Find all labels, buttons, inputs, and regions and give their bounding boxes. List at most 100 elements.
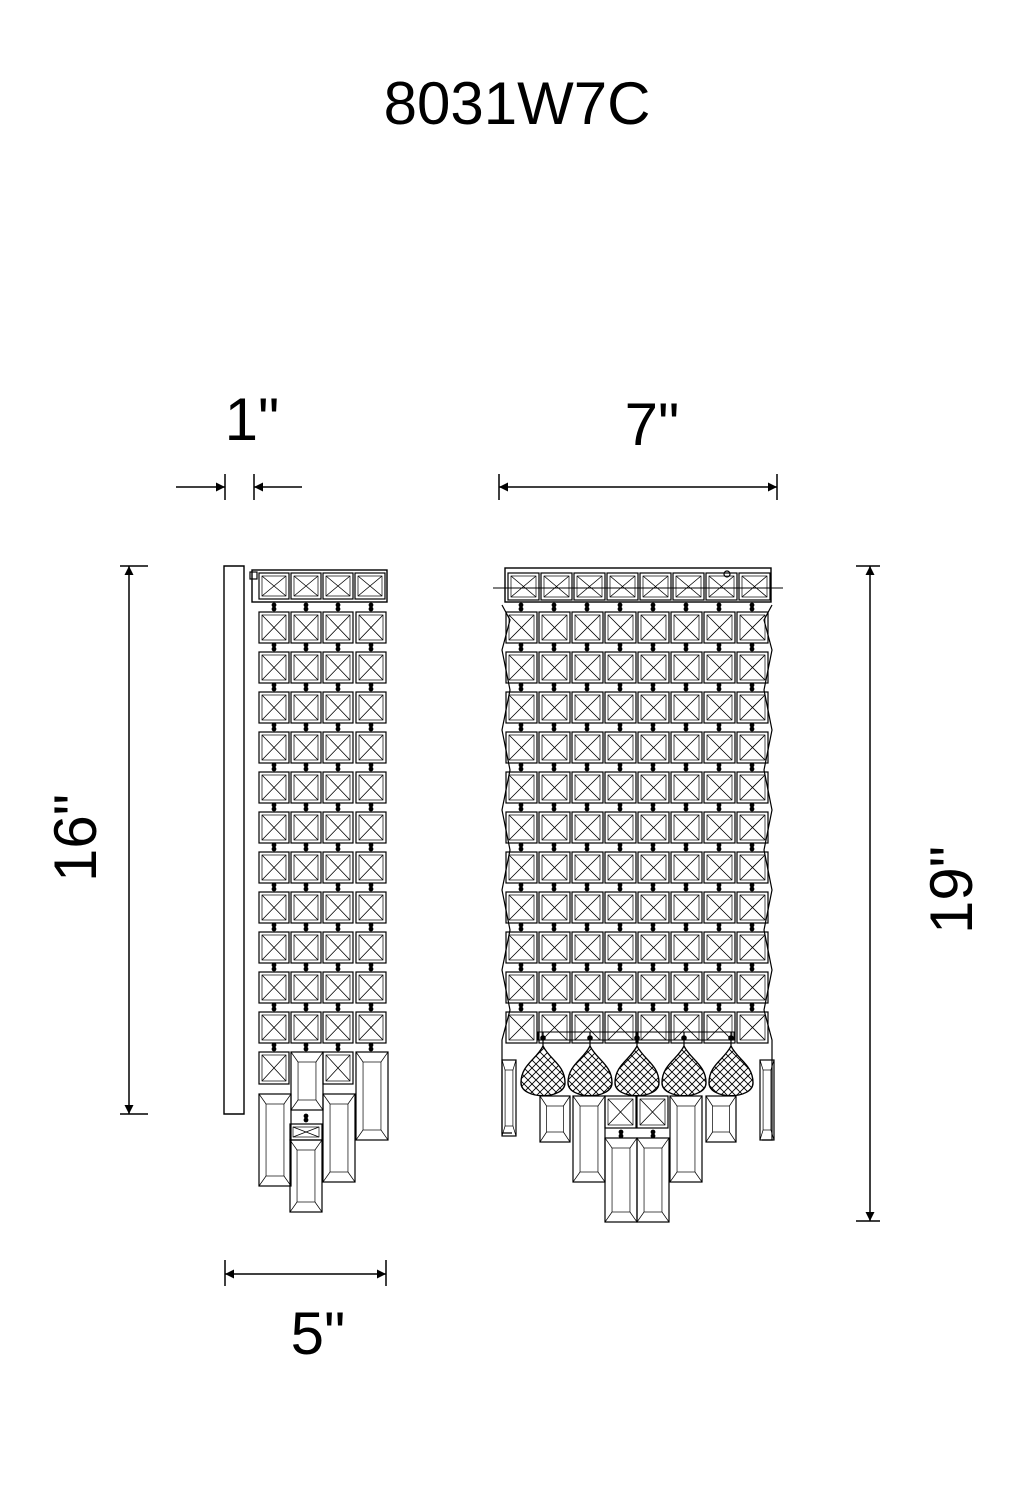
- chain-connector: [683, 802, 689, 812]
- crystal-square: [637, 1011, 670, 1044]
- chain-connector: [368, 842, 374, 852]
- mount-screw: [723, 570, 731, 578]
- chain-connector: [716, 962, 722, 972]
- crystal-square: [258, 731, 290, 764]
- crystal-square: [290, 851, 322, 884]
- chain-connector: [716, 762, 722, 772]
- chain-connector: [683, 962, 689, 972]
- crystal-square: [290, 771, 322, 804]
- crystal-square: [703, 651, 736, 684]
- crystal-square: [637, 731, 670, 764]
- chain-connector: [716, 602, 722, 612]
- prism-crystal: [705, 1095, 737, 1143]
- side-view-fixture: [223, 565, 389, 1213]
- side-width-label: 5": [291, 1300, 346, 1367]
- depth-label: 1": [225, 386, 280, 453]
- chain-connector: [650, 842, 656, 852]
- chain-connector: [368, 602, 374, 612]
- prism-crystal: [501, 1059, 517, 1137]
- crystal-square: [703, 891, 736, 924]
- crystal-square: [703, 851, 736, 884]
- crystal-square: [571, 691, 604, 724]
- chain-connector: [335, 682, 341, 692]
- chain-connector: [518, 762, 524, 772]
- chain-connector: [368, 762, 374, 772]
- prism-crystal: [636, 1137, 670, 1223]
- crystal-square: [637, 691, 670, 724]
- crystal-square: [705, 572, 738, 601]
- chain-connector: [551, 682, 557, 692]
- crystal-square: [571, 651, 604, 684]
- crystal-square: [289, 1123, 323, 1141]
- chain-connector: [716, 842, 722, 852]
- crystal-square: [703, 731, 736, 764]
- prism-crystal: [669, 1095, 703, 1183]
- crystal-square: [538, 971, 571, 1004]
- chain-connector: [335, 922, 341, 932]
- crystal-square: [290, 811, 322, 844]
- chain-connector: [518, 842, 524, 852]
- crystal-square: [604, 931, 637, 964]
- chain-connector: [716, 1002, 722, 1012]
- crystal-square: [505, 691, 538, 724]
- crystal-square: [670, 651, 703, 684]
- crystal-square: [604, 1011, 637, 1044]
- model-title: 8031W7C: [384, 70, 651, 137]
- crystal-square: [670, 971, 703, 1004]
- chain-connector: [303, 1042, 309, 1052]
- chain-connector: [303, 1113, 309, 1123]
- front-height-label: 19": [918, 846, 985, 934]
- depth-dimension: [176, 474, 302, 500]
- chain-connector: [303, 762, 309, 772]
- side-width-dimension: [224, 1260, 387, 1286]
- chain-connector: [368, 922, 374, 932]
- chain-connector: [749, 722, 755, 732]
- chain-connector: [271, 762, 277, 772]
- chain-connector: [303, 962, 309, 972]
- crystal-square: [355, 891, 387, 924]
- crystal-square: [670, 691, 703, 724]
- front-height-dimension: [856, 565, 880, 1222]
- crystal-square: [538, 611, 571, 644]
- crystal-square: [703, 771, 736, 804]
- crystal-square: [505, 851, 538, 884]
- crystal-square: [672, 572, 705, 601]
- wall-backplate: [223, 565, 245, 1115]
- chain-connector: [551, 842, 557, 852]
- crystal-square: [736, 891, 769, 924]
- side-chain-left: [501, 604, 512, 1134]
- crystal-square: [322, 1011, 354, 1044]
- crystal-square: [258, 891, 290, 924]
- teardrop-crystal: [708, 1032, 754, 1097]
- crystal-square: [290, 651, 322, 684]
- chain-connector: [683, 922, 689, 932]
- chain-connector: [271, 1002, 277, 1012]
- chain-connector: [584, 1002, 590, 1012]
- crystal-square: [355, 731, 387, 764]
- chain-connector: [271, 802, 277, 812]
- crystal-square: [505, 731, 538, 764]
- chain-connector: [749, 1002, 755, 1012]
- chain-connector: [335, 842, 341, 852]
- crystal-square: [258, 811, 290, 844]
- chain-connector: [335, 1002, 341, 1012]
- crystal-square: [604, 891, 637, 924]
- crystal-square: [670, 811, 703, 844]
- chain-connector: [650, 1129, 656, 1139]
- crystal-square: [290, 891, 322, 924]
- crystal-square: [505, 971, 538, 1004]
- crystal-square: [637, 971, 670, 1004]
- crystal-square: [355, 811, 387, 844]
- chain-connector: [650, 682, 656, 692]
- crystal-square: [258, 971, 290, 1004]
- chain-connector: [335, 722, 341, 732]
- chain-connector: [368, 642, 374, 652]
- crystal-square: [355, 971, 387, 1004]
- chain-connector: [584, 762, 590, 772]
- crystal-square: [736, 651, 769, 684]
- crystal-square: [604, 651, 637, 684]
- chain-connector: [551, 962, 557, 972]
- chain-connector: [303, 1002, 309, 1012]
- chain-connector: [518, 642, 524, 652]
- crystal-square: [538, 811, 571, 844]
